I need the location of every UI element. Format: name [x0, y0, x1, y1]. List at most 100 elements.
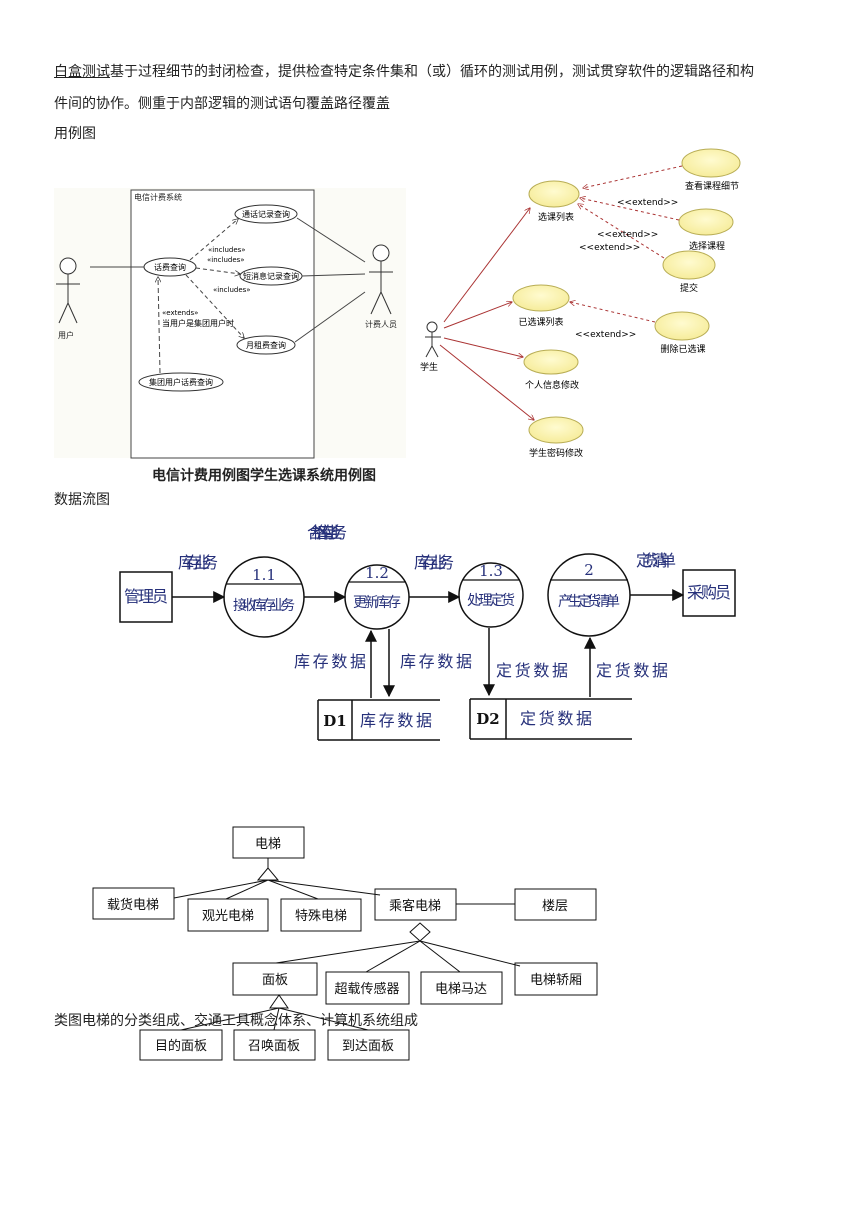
- usecase-caption: 电信计费用例图学生选课系统用例图: [152, 468, 376, 484]
- intro-line-2: 件间的协作。侧重于内部逻辑的测试语句覆盖路径覆盖: [54, 96, 390, 112]
- dfd-store-d2: [469, 698, 632, 740]
- telecom-background: [54, 188, 406, 458]
- dfd-process-1-2-name: 更新库存: [353, 595, 401, 611]
- assoc-sms-billing: [301, 273, 366, 277]
- dfd-store-d1-id: D1: [323, 712, 346, 730]
- ext-label-2: <<extend>>: [597, 230, 658, 240]
- dfd-process-1-1: [223, 556, 305, 638]
- dfd-label-qualified: 合格库存业务: [307, 523, 347, 542]
- dfd-label-inv-business-1: 库存业务: [178, 553, 218, 572]
- uc-group: [138, 372, 224, 392]
- class-passenger-label: 乘客电梯: [389, 898, 441, 914]
- dfd-ext-purchaser-label: 采购员: [687, 583, 731, 602]
- dfd-store-d1-name: 库存数据: [360, 711, 432, 730]
- rel-includes-1: «includes»: [208, 246, 246, 254]
- class-caption: 类图电梯的分类组成、交通工具概念体系、计算机系统组成: [54, 1013, 418, 1029]
- extend-delete: [570, 302, 656, 323]
- include-monthly: [185, 274, 244, 338]
- dfd-ext-manager: [119, 571, 173, 623]
- dfd-label-order-data-2: 定货数据: [596, 661, 668, 680]
- class-special-label: 特殊电梯: [295, 909, 347, 924]
- intro-term: 白盒测试: [54, 64, 110, 80]
- include-call: [189, 219, 238, 261]
- include-sms: [195, 267, 240, 274]
- dfd-process-1-3: [458, 562, 524, 628]
- system-boundary: [130, 189, 315, 459]
- extend-select: [580, 198, 680, 221]
- uc-info-label: 个人信息修改: [525, 379, 579, 391]
- class-call-panel-label: 召唤面板: [248, 1039, 300, 1054]
- class-arrive-panel: [327, 1029, 410, 1061]
- assoc-student-info: [443, 337, 523, 357]
- dfd-heading: 数据流图: [54, 492, 110, 508]
- uc-monthly-label: 月租费查询: [246, 340, 286, 350]
- dfd-label-order-list: 定货清单: [636, 551, 676, 570]
- uc-sms-record: [239, 266, 303, 286]
- aggregation-passenger: [275, 922, 521, 973]
- class-motor: [420, 971, 503, 1005]
- class-panel-label: 面板: [262, 973, 288, 988]
- class-cabin-label: 电梯轿厢: [530, 973, 582, 988]
- class-floor: [514, 888, 597, 921]
- dfd-process-1-3-id: 1.3: [479, 562, 503, 580]
- dfd-process-2-id: 2: [584, 561, 594, 579]
- uc-query-label: 话费查询: [154, 262, 186, 272]
- rel-condition: 当用户是集团用户时: [162, 318, 234, 328]
- actor-user-figure: [56, 257, 80, 324]
- class-sightseeing: [187, 898, 269, 932]
- uc-password: [528, 416, 584, 444]
- uc-call-record: [234, 204, 298, 224]
- class-freight-label: 载货电梯: [107, 897, 159, 913]
- uc-course-list: [528, 180, 580, 208]
- dfd-process-1-2-id: 1.2: [365, 564, 389, 582]
- dfd-ext-manager-label: 管理员: [124, 587, 168, 606]
- rel-extends: «extends»: [162, 309, 198, 317]
- rel-includes-2: «includes»: [207, 256, 245, 264]
- class-passenger: [374, 888, 457, 921]
- dfd-store-d2-id: D2: [476, 710, 499, 728]
- actor-billing-label: 计费人员: [365, 319, 397, 329]
- uc-select: [678, 208, 734, 236]
- dfd-process-1-2: [344, 564, 410, 630]
- actor-billing-figure: [369, 244, 393, 315]
- dfd-process-1-1-id: 1.1: [252, 566, 276, 584]
- assoc-call-billing: [296, 217, 366, 263]
- uc-selected: [512, 284, 570, 312]
- uc-submit: [662, 250, 716, 280]
- dfd-process-2: [547, 553, 631, 637]
- class-elevator-label: 电梯: [255, 837, 281, 852]
- usecase-heading: 用例图: [54, 126, 96, 142]
- uc-password-label: 学生密码修改: [529, 447, 583, 459]
- uc-info: [523, 349, 579, 375]
- system-title: 电信计费系统: [134, 192, 182, 202]
- actor-student-label: 学生: [420, 361, 438, 373]
- dfd-process-2-name: 产生定货清单: [558, 593, 620, 610]
- assoc-monthly-billing: [294, 291, 366, 343]
- dfd-process-1-1-name: 接收库存业务: [233, 597, 295, 614]
- extend-group: [158, 277, 160, 374]
- uc-sms-record-label: 短消息记录查询: [243, 271, 299, 281]
- dfd-process-1-3-name: 处理定货: [467, 592, 515, 609]
- dfd-store-d1: [317, 699, 440, 741]
- dfd-label-inv-business-2: 库存业务: [414, 553, 454, 572]
- actor-student-figure: [425, 321, 441, 358]
- dfd-ext-purchaser: [682, 569, 736, 617]
- uc-submit-label: 提交: [680, 282, 698, 294]
- uc-monthly: [236, 335, 296, 355]
- class-special: [280, 898, 362, 932]
- extend-view-detail: [583, 165, 683, 188]
- assoc-student-selected: [443, 302, 512, 329]
- uc-view-detail-label: 查看课程细节: [685, 180, 739, 192]
- class-cabin: [514, 962, 598, 996]
- rel-includes-3: «includes»: [213, 286, 251, 294]
- class-call-panel: [233, 1029, 316, 1061]
- uc-view-detail: [681, 148, 741, 178]
- uc-group-label: 集团用户话费查询: [149, 377, 213, 387]
- class-elevator: [232, 826, 305, 859]
- class-overload-label: 超载传感器: [334, 981, 399, 997]
- dfd-label-order-data-1: 定货数据: [496, 661, 568, 680]
- intro-line-1-text: 基于过程细节的封闭检查，提供检查特定条件集和（或）循环的测试用例，测试贯穿软件的…: [110, 64, 754, 80]
